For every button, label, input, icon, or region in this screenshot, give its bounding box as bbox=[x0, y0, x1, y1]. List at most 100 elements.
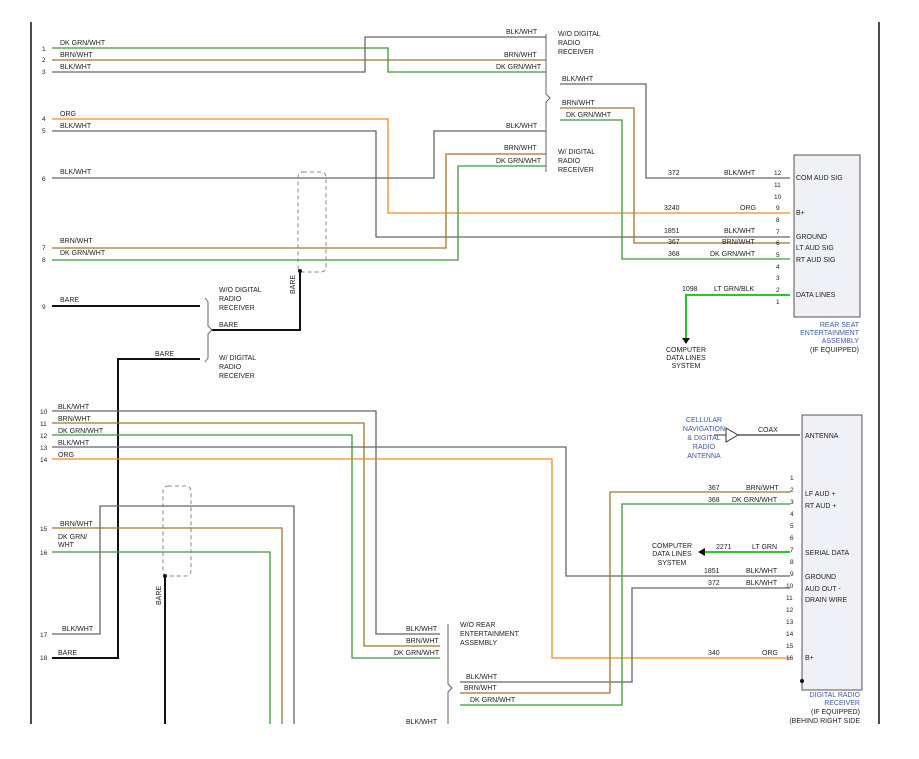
svg-text:BLK/WHT: BLK/WHT bbox=[60, 169, 92, 176]
svg-text:BLK/WHT: BLK/WHT bbox=[506, 123, 538, 130]
wire-bot-1 bbox=[460, 587, 790, 683]
svg-text:1: 1 bbox=[790, 475, 794, 482]
svg-text:11: 11 bbox=[786, 595, 793, 602]
svg-text:4: 4 bbox=[790, 511, 794, 518]
computer-data-bottom: COMPUTER DATA LINES SYSTEM bbox=[652, 543, 692, 567]
wire-p4 bbox=[52, 118, 790, 214]
rear-seat-pin-labels: COM AUD SIG B+ GROUND LT AUD SIG RT AUD … bbox=[796, 175, 843, 299]
svg-text:1851: 1851 bbox=[704, 568, 720, 575]
wire-p12 bbox=[52, 434, 440, 659]
svg-text:BARE: BARE bbox=[155, 351, 174, 358]
svg-text:W/O REAR: W/O REAR bbox=[460, 622, 495, 629]
wire-p17 bbox=[52, 505, 295, 724]
svg-text:BLK/WHT: BLK/WHT bbox=[58, 404, 90, 411]
svg-text:12: 12 bbox=[786, 607, 794, 614]
svg-text:RADIO: RADIO bbox=[219, 296, 242, 303]
svg-text:BRN/WHT: BRN/WHT bbox=[60, 521, 93, 528]
svg-text:DK GRN/WHT: DK GRN/WHT bbox=[496, 158, 542, 165]
wire-p3 bbox=[52, 36, 546, 73]
wire-right-c bbox=[560, 119, 790, 260]
svg-text:AUD OUT -: AUD OUT - bbox=[805, 586, 841, 593]
svg-text:GROUND: GROUND bbox=[796, 234, 827, 241]
svg-text:B+: B+ bbox=[805, 655, 814, 662]
svg-text:8: 8 bbox=[42, 257, 46, 264]
svg-text:BRN/WHT: BRN/WHT bbox=[58, 416, 91, 423]
bare-vertical-top: BARE bbox=[290, 275, 297, 294]
svg-text:BRN/WHT: BRN/WHT bbox=[722, 239, 755, 246]
digital-radio-title: DIGITAL RADIO RECEIVER bbox=[809, 692, 860, 707]
rear-seat-note: (IF EQUIPPED) bbox=[810, 347, 859, 354]
svg-text:W/O DIGITAL: W/O DIGITAL bbox=[558, 31, 601, 38]
svg-text:3: 3 bbox=[42, 69, 46, 76]
wire-p11 bbox=[52, 422, 440, 647]
wire-bare-shield bbox=[212, 271, 301, 331]
wire-p5 bbox=[52, 130, 790, 238]
svg-text:BARE: BARE bbox=[60, 297, 79, 304]
svg-text:RT AUD +: RT AUD + bbox=[805, 503, 836, 510]
svg-text:NAVIGATION: NAVIGATION bbox=[683, 426, 725, 433]
splice-bracket-bottom bbox=[447, 624, 453, 724]
svg-text:2: 2 bbox=[42, 57, 46, 64]
svg-text:RADIO: RADIO bbox=[558, 158, 581, 165]
svg-text:DK GRN/WHT: DK GRN/WHT bbox=[470, 697, 516, 704]
svg-text:DIGITAL RADIO: DIGITAL RADIO bbox=[809, 692, 860, 699]
svg-text:1: 1 bbox=[42, 46, 46, 53]
coax-label: COAX bbox=[758, 427, 778, 434]
svg-text:DATA LINES: DATA LINES bbox=[666, 355, 706, 362]
svg-text:14: 14 bbox=[786, 631, 794, 638]
svg-text:10: 10 bbox=[786, 583, 794, 590]
svg-text:BLK/WHT: BLK/WHT bbox=[466, 674, 498, 681]
svg-text:DK GRN/: DK GRN/ bbox=[58, 534, 87, 541]
svg-text:DK GRN/WHT: DK GRN/WHT bbox=[732, 497, 778, 504]
svg-text:367: 367 bbox=[708, 485, 720, 492]
cellular-antenna-label: CELLULAR NAVIGATION & DIGITAL RADIO ANTE… bbox=[683, 417, 725, 460]
svg-text:BLK/WHT: BLK/WHT bbox=[724, 170, 756, 177]
svg-text:BRN/WHT: BRN/WHT bbox=[562, 100, 595, 107]
svg-text:BLK/WHT: BLK/WHT bbox=[62, 626, 94, 633]
svg-text:ORG: ORG bbox=[740, 205, 756, 212]
svg-text:BRN/WHT: BRN/WHT bbox=[504, 145, 537, 152]
wire-bot-3 bbox=[460, 503, 790, 706]
svg-text:ANTENNA: ANTENNA bbox=[687, 453, 721, 460]
svg-text:CELLULAR: CELLULAR bbox=[686, 417, 722, 424]
svg-text:17: 17 bbox=[40, 632, 48, 639]
svg-text:8: 8 bbox=[790, 559, 794, 566]
svg-text:7: 7 bbox=[776, 229, 780, 236]
rear-seat-connector: 12 11 10 9 8 7 6 5 4 3 2 1 bbox=[774, 170, 782, 306]
svg-text:DK GRN/WHT: DK GRN/WHT bbox=[496, 64, 542, 71]
svg-text:18: 18 bbox=[40, 655, 48, 662]
svg-text:4: 4 bbox=[42, 116, 46, 123]
svg-text:7: 7 bbox=[42, 245, 46, 252]
svg-text:COMPUTER: COMPUTER bbox=[666, 347, 706, 354]
svg-text:372: 372 bbox=[708, 580, 720, 587]
svg-text:BLK/WHT: BLK/WHT bbox=[724, 228, 756, 235]
svg-text:BRN/WHT: BRN/WHT bbox=[464, 685, 497, 692]
svg-text:10: 10 bbox=[774, 194, 782, 201]
left-pins: 1 2 3 4 5 6 7 8 9 10 11 12 13 14 15 16 1… bbox=[40, 46, 48, 662]
svg-text:RADIO: RADIO bbox=[693, 444, 716, 451]
antenna-triangle bbox=[725, 427, 739, 443]
svg-text:340: 340 bbox=[708, 650, 720, 657]
svg-text:5: 5 bbox=[790, 523, 794, 530]
digital-radio-note-1: (IF EQUIPPED) bbox=[811, 709, 860, 716]
svg-text:8: 8 bbox=[776, 217, 780, 224]
svg-text:ORG: ORG bbox=[60, 111, 76, 118]
svg-text:15: 15 bbox=[40, 526, 48, 533]
svg-text:GROUND: GROUND bbox=[805, 574, 836, 581]
svg-text:14: 14 bbox=[40, 457, 48, 464]
svg-text:11: 11 bbox=[40, 421, 47, 428]
svg-text:DRAIN WIRE: DRAIN WIRE bbox=[805, 597, 847, 604]
svg-text:15: 15 bbox=[786, 643, 794, 650]
wire-p8 bbox=[52, 165, 546, 261]
svg-text:3: 3 bbox=[776, 275, 780, 282]
digital-radio-circuits: 367 BRN/WHT 368 DK GRN/WHT 2271 LT GRN 1… bbox=[704, 485, 779, 657]
svg-text:13: 13 bbox=[40, 445, 48, 452]
svg-text:ENTERTAINMENT: ENTERTAINMENT bbox=[800, 330, 860, 337]
svg-text:DATA LINES: DATA LINES bbox=[796, 292, 836, 299]
svg-text:RECEIVER: RECEIVER bbox=[558, 49, 594, 56]
wire-1098 bbox=[685, 294, 790, 340]
svg-text:BARE: BARE bbox=[219, 322, 238, 329]
digital-radio-connector: 1 2 3 4 5 6 7 8 9 10 11 12 13 14 15 16 bbox=[786, 475, 794, 662]
splice-label-w-digital-mid: W/ DIGITAL RADIO RECEIVER bbox=[219, 355, 256, 380]
svg-text:REAR SEAT: REAR SEAT bbox=[820, 322, 860, 329]
